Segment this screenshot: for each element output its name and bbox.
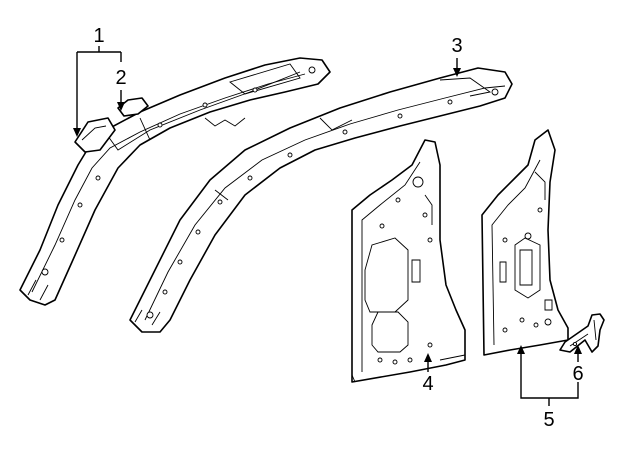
callout-4: 4	[422, 373, 433, 395]
rear-pillar-part	[481, 129, 569, 356]
callout-2: 2	[115, 67, 126, 89]
roof-rail-part	[129, 67, 513, 333]
callout-5: 5	[543, 409, 554, 431]
callout-3: 3	[451, 35, 462, 57]
callout-1: 1	[93, 25, 104, 47]
center-pillar-part	[351, 139, 466, 383]
bracket-part	[559, 313, 605, 353]
leader-lines	[73, 46, 582, 406]
callout-6: 6	[572, 363, 583, 385]
front-pillar-part	[19, 57, 331, 306]
